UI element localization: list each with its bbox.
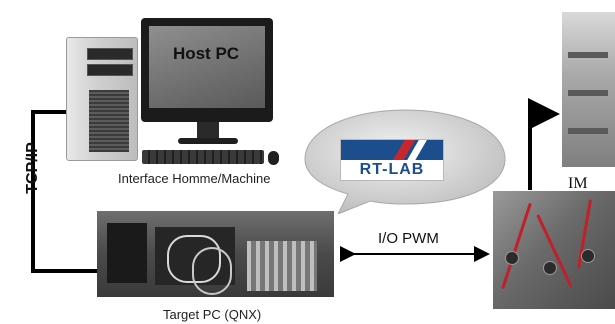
host-pc-tower [66, 37, 138, 161]
inverter-wire [501, 202, 532, 290]
im-frame-bar [568, 52, 608, 58]
host-pc-monitor [141, 18, 273, 122]
target-panel [107, 223, 147, 283]
inverter-photo [493, 191, 615, 309]
host-pc-label: Host PC [172, 44, 240, 63]
mouse [268, 151, 279, 165]
target-caption: Target PC (QNX) [163, 307, 262, 322]
inverter-component [581, 249, 595, 263]
monitor-stand [197, 122, 219, 140]
target-pc-photo [97, 211, 334, 297]
io-pwm-label: I/O PWM [378, 230, 439, 247]
target-cable [192, 247, 232, 295]
monitor-stand-base [178, 138, 238, 144]
inverter-component [543, 261, 557, 275]
inverter-wire [536, 214, 573, 288]
im-photo [562, 12, 615, 167]
logo-banner [341, 140, 443, 160]
keyboard [142, 150, 264, 164]
rt-lab-logo: RT-LAB [340, 139, 444, 181]
tcp-ip-label: TCP/IP [24, 142, 41, 194]
drive-bay [87, 64, 133, 76]
drive-bay [87, 48, 133, 60]
host-caption: Interface Homme/Machine [118, 171, 271, 186]
im-frame-bar [568, 128, 608, 134]
target-card-slots [247, 241, 317, 291]
monitor-screen [149, 26, 265, 108]
tcp-ip-link [31, 110, 97, 273]
im-label: IM [568, 175, 588, 192]
im-frame-bar [568, 90, 608, 96]
inverter-component [505, 251, 519, 265]
tower-grille [89, 90, 129, 152]
inverter-to-im-arrow [528, 98, 560, 190]
rt-lab-logo-text: RT-LAB [359, 161, 425, 178]
